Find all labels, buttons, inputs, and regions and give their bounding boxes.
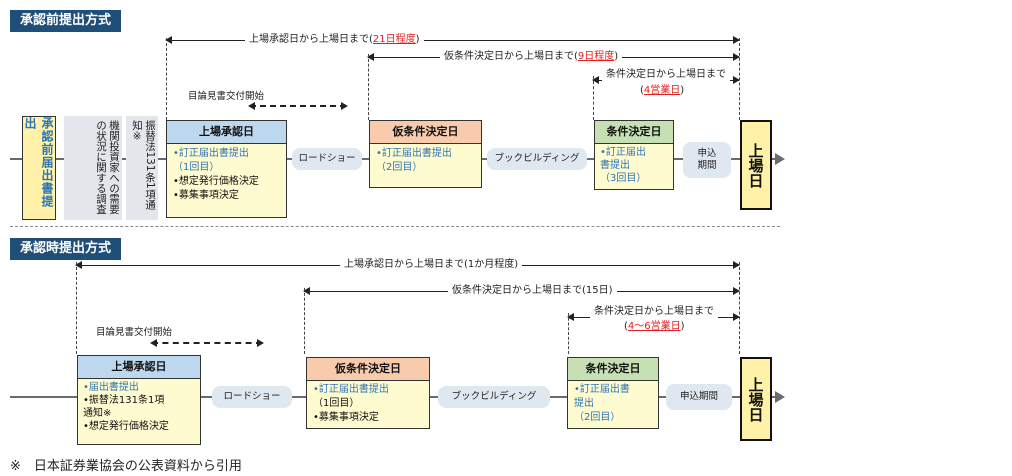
s1-timeline-arrowhead: [775, 153, 785, 165]
s2-tentative-box: 仮条件決定日 •訂正届出書提出 （1回目） •募集事項決定: [306, 357, 430, 429]
s1-listing-box: 上場日: [740, 120, 772, 210]
s2-pricing-item-3: （2回目）: [574, 412, 621, 423]
s1-application-line1: 申込: [697, 148, 717, 159]
s2-prospectus-arrow: [150, 339, 264, 347]
s2-tentative-title: 仮条件決定日: [307, 358, 429, 381]
s2-approval-box: 上場承認日 •届出書提出 •振替法131条1項 通知※ •想定発行価格決定: [77, 355, 201, 445]
s2-approval-item-2: •振替法131条1項: [83, 395, 165, 406]
s2-pricing-box: 条件決定日 •訂正届出書 提出 （2回目）: [567, 357, 659, 429]
s1-span-tentative-label: 仮条件決定日から上場日まで(9日程度): [440, 50, 623, 63]
s1-span-pricing-label-1: 条件決定日から上場日まで: [602, 68, 730, 81]
s2-approval-item-1: •届出書提出: [83, 382, 139, 393]
s1-application-period: 申込 期間: [683, 142, 731, 178]
s2-listing-box: 上場日: [740, 357, 772, 441]
s1-approval-item-1: •訂正届出書提出: [173, 148, 249, 159]
s1-prospectus-arrow: [248, 102, 348, 110]
s1-guide-pricing: [593, 76, 594, 120]
s2-span-tentative-label: 仮条件決定日から上場日まで(15日): [448, 284, 617, 297]
s2-approval-title: 上場承認日: [78, 356, 200, 379]
s1-tentative-item-2: （2回目）: [376, 162, 423, 173]
s2-span-pricing-label-2: (4～6営業日): [624, 321, 685, 332]
s2-guide-approval: [76, 262, 77, 354]
s2-bookbuilding: ブックビルディング: [438, 386, 550, 408]
s2-guide-listing: [739, 262, 740, 354]
s1-start-box: 承認前届出書提出: [22, 116, 56, 220]
s2-pricing-item-1: •訂正届出書: [574, 384, 630, 395]
s2-tentative-item-1: •訂正届出書提出: [313, 384, 389, 395]
section2-title: 承認時提出方式: [10, 238, 122, 260]
s2-tentative-item-3: •募集事項決定: [313, 412, 379, 423]
s1-guide-tentative: [368, 54, 369, 120]
section-divider: [10, 226, 780, 227]
s2-pricing-title: 条件決定日: [568, 358, 658, 381]
s1-application-line2: 期間: [697, 160, 717, 171]
s2-application-period: 申込期間: [666, 384, 732, 410]
s1-guide-listing: [739, 38, 740, 120]
s1-pricing-box: 条件決定日 •訂正届出 書提出 （3回目）: [594, 120, 674, 190]
s2-pricing-item-2: 提出: [574, 398, 594, 409]
s2-roadshow: ロードショー: [212, 386, 292, 408]
s1-tentative-box: 仮条件決定日 •訂正届出書提出 （2回目）: [369, 120, 482, 188]
s2-span-pricing-label-1: 条件決定日から上場日まで: [590, 305, 718, 318]
s1-pricing-item-1: •訂正届出: [600, 147, 646, 158]
s1-bookbuilding: ブックビルディング: [487, 148, 587, 170]
s2-approval-item-4: •想定発行価格決定: [83, 421, 169, 432]
s1-prospectus-label: 目論見書交付開始: [188, 91, 265, 102]
s1-survey-text: 機関投資家への需要の状況に関する調査: [64, 116, 122, 220]
s1-approval-box: 上場承認日 •訂正届出書提出 （1回目） •想定発行価格決定 •募集事項決定: [166, 120, 287, 218]
s1-span-approval-label: 上場承認日から上場日まで(21日程度): [245, 33, 424, 46]
s1-roadshow: ロードショー: [292, 148, 362, 170]
s1-pricing-title: 条件決定日: [595, 121, 673, 144]
section1-title: 承認前提出方式: [10, 10, 122, 32]
s1-notice-text: 振替法131条1項通知※: [126, 116, 158, 220]
s1-span-approval-to-listing: [165, 36, 740, 44]
s2-timeline-arrowhead: [775, 391, 785, 403]
s1-approval-title: 上場承認日: [167, 121, 286, 144]
s1-guide-approval: [166, 38, 167, 120]
s1-approval-item-3: •想定発行価格決定: [173, 176, 259, 187]
s2-prospectus-label: 目論見書交付開始: [96, 327, 173, 338]
s1-pricing-item-2: 書提出: [600, 160, 630, 171]
s1-approval-item-4: •募集事項決定: [173, 190, 239, 201]
s2-span-approval-label: 上場承認日から上場日まで(1か月程度): [340, 258, 523, 271]
s2-approval-item-3: 通知※: [83, 408, 112, 419]
s1-approval-item-2: （1回目）: [173, 162, 220, 173]
s2-guide-tentative: [304, 288, 305, 354]
s1-tentative-item-1: •訂正届出書提出: [376, 148, 452, 159]
s2-tentative-item-2: （1回目）: [313, 398, 360, 409]
footnote: ※ 日本証券業協会の公表資料から引用: [10, 459, 242, 474]
s1-span-pricing-label-2: (4営業日): [640, 85, 685, 96]
s2-guide-pricing: [568, 313, 569, 354]
s1-pricing-item-3: （3回目）: [600, 173, 647, 184]
s1-tentative-title: 仮条件決定日: [370, 121, 481, 144]
